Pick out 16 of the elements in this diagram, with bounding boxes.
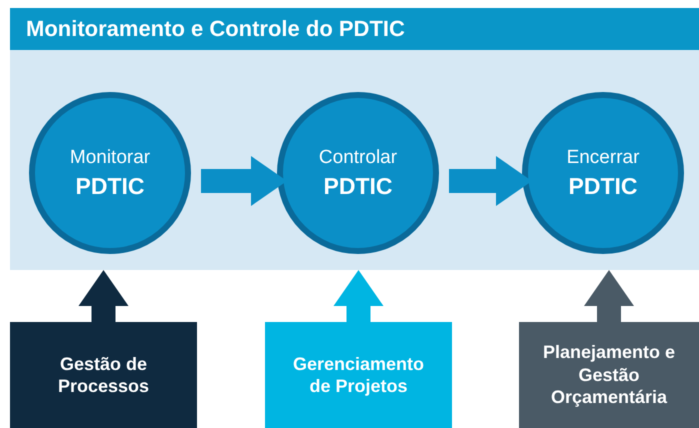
panel	[10, 8, 699, 270]
process-verb: Encerrar	[566, 146, 640, 168]
arrow	[334, 270, 384, 322]
arrow	[449, 156, 532, 206]
arrow	[201, 156, 287, 206]
input-box: Planejamento e Gestão Orçamentária	[519, 322, 699, 428]
input-box: Gerenciamento de Projetos	[265, 322, 452, 428]
input-box: Gestão de Processos	[10, 322, 197, 428]
process-verb: Monitorar	[70, 146, 150, 168]
arrow	[584, 270, 634, 322]
process-name: PDTIC	[324, 172, 392, 200]
arrow	[78, 270, 128, 322]
process-name: PDTIC	[76, 172, 144, 200]
process-name: PDTIC	[568, 172, 638, 200]
process-verb: Controlar	[318, 146, 398, 168]
title: Monitoramento e Controle do PDTIC	[10, 8, 699, 50]
